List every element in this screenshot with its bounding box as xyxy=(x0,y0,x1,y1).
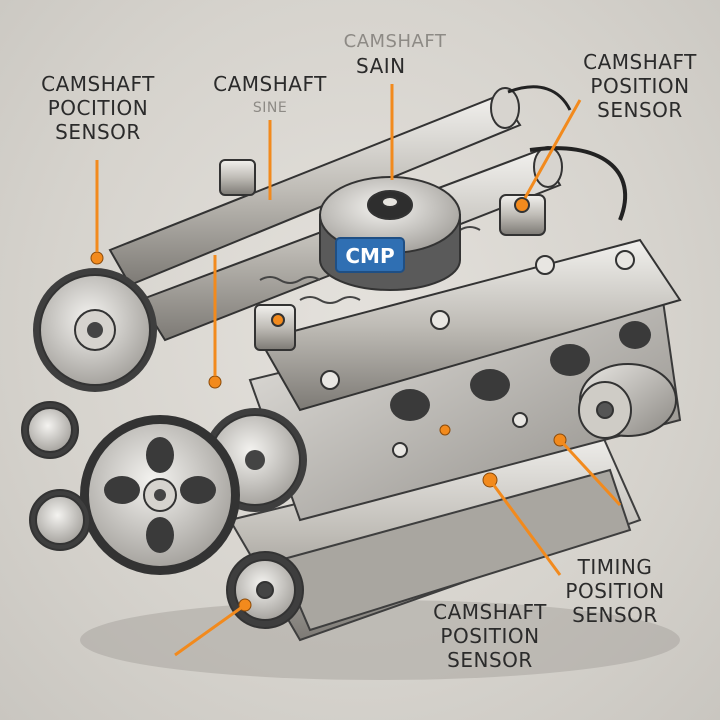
cylinder-head xyxy=(258,238,682,412)
head-bolts xyxy=(320,250,635,458)
right-pulley xyxy=(578,363,677,439)
label-top-right: CAMSHAFT POSITION SENSOR xyxy=(583,50,697,122)
small-sensors xyxy=(219,159,296,351)
leader-bottom-center xyxy=(488,479,562,576)
camshaft-sensor-right xyxy=(499,194,546,236)
leader-lines xyxy=(95,84,622,657)
crank-gear xyxy=(80,415,240,575)
upper-cam-gear xyxy=(33,268,157,392)
label-left: CAMSHAFT POCITION SENSOR xyxy=(41,72,155,144)
cmp-sensor xyxy=(319,176,461,291)
cmp-badge-text: CMP xyxy=(345,244,394,268)
leader-top-right xyxy=(523,99,582,199)
label-top-center: CAMSHAFT SAIN xyxy=(343,31,447,78)
label-bottom-right: TIMING POSITION SENSOR xyxy=(565,555,665,627)
sensor-markers xyxy=(90,251,567,612)
label-upper-left: CAMSHAFT SINE xyxy=(213,72,327,116)
ground-shadow xyxy=(80,600,680,680)
leader-bottom-left xyxy=(174,603,246,657)
label-bottom-center: CAMSHAFT POSITION SENSOR xyxy=(433,600,547,672)
head-ports xyxy=(390,321,651,421)
leader-bottom-right xyxy=(558,438,622,507)
